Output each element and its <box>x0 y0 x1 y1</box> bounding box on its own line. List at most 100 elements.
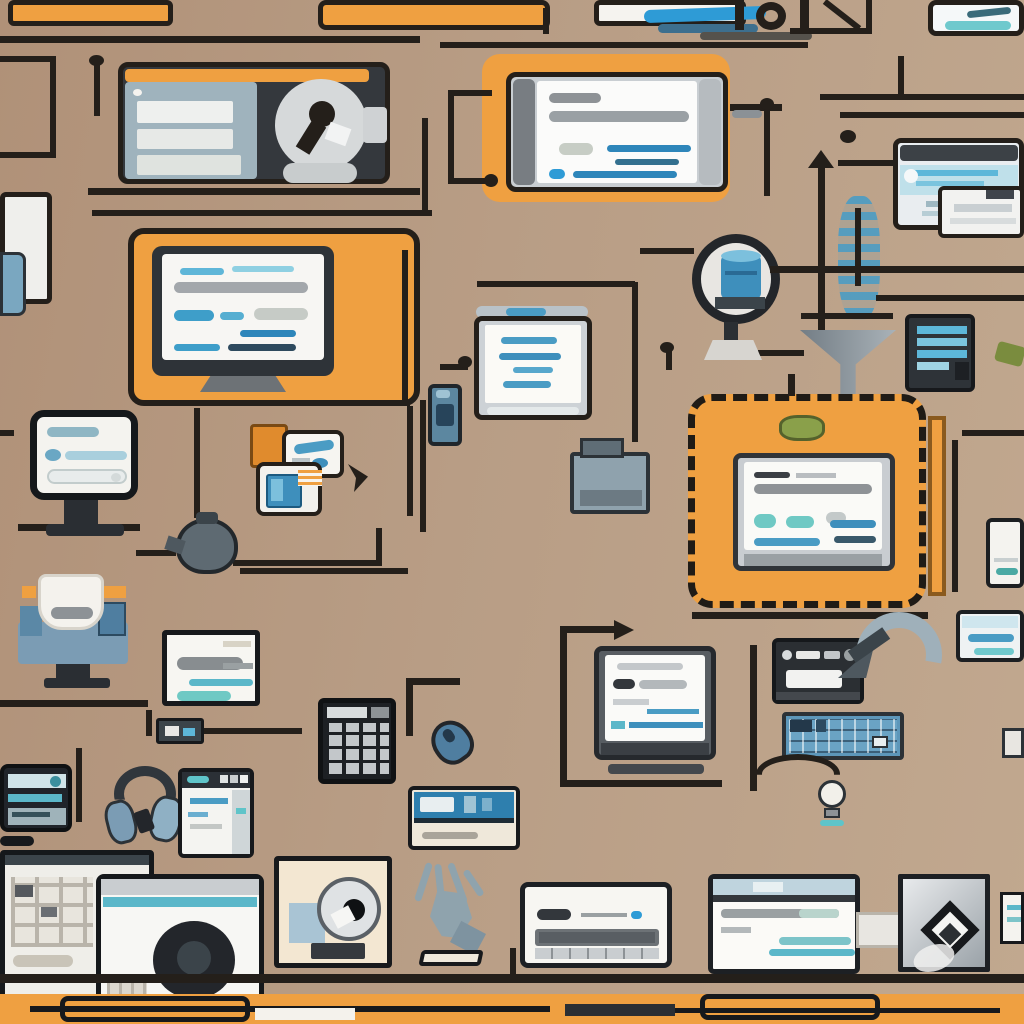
m3-gray-top <box>617 663 683 670</box>
mouse-wheel <box>440 727 457 745</box>
wire-v-563b <box>560 630 567 786</box>
wire-v-955 <box>952 440 958 592</box>
wire-v-376 <box>376 528 382 566</box>
wire-stub-790 <box>788 374 795 396</box>
bw2-dark-stripe <box>713 895 855 902</box>
text-blue-bar <box>830 520 876 528</box>
notebook-dark <box>0 764 72 832</box>
text-pill-gray <box>254 308 308 320</box>
top-blue-bar-2 <box>658 24 758 33</box>
folder-screen <box>266 474 302 508</box>
text-gray-sm <box>796 473 836 478</box>
diamond-badge <box>898 874 990 977</box>
wire-v-408 <box>406 678 413 736</box>
wire-under-card-1 <box>88 188 420 195</box>
calculator <box>318 698 396 784</box>
text-gray-long <box>754 484 872 494</box>
left-blue-device <box>0 252 26 316</box>
database-cylinder <box>721 250 761 299</box>
wire-bracket-tablet-top <box>448 90 492 96</box>
notebook-pill <box>0 836 34 846</box>
wire-node-670 <box>660 342 674 353</box>
desk-panel <box>18 602 128 664</box>
desktop-monitor-3 <box>594 646 716 760</box>
wire-h-432 <box>962 430 1024 436</box>
lock-body <box>275 79 367 171</box>
text-bar-blue-2 <box>615 159 679 165</box>
wire-h-783 <box>560 780 722 787</box>
bw2-gray-sm <box>721 927 751 933</box>
wire-h-680 <box>408 678 460 685</box>
terminal-row-4 <box>917 362 949 370</box>
headband <box>114 766 176 800</box>
bw2-gray-bar <box>721 909 839 918</box>
wire-v-820 <box>818 168 825 330</box>
text-bar-gray-short <box>549 93 601 103</box>
band-dark <box>565 1004 675 1016</box>
tablet-bezel-left <box>513 79 535 185</box>
memo-teal-line <box>189 679 253 686</box>
text-bar-2 <box>499 353 561 360</box>
wire-right-h95 <box>820 94 1024 100</box>
text-bar-gray-long <box>174 282 308 293</box>
text-pill-blue <box>174 310 214 321</box>
folder-highlight <box>271 479 283 501</box>
desktop-monitor-2 <box>30 410 138 500</box>
bottom-orange-band <box>0 994 1024 1024</box>
m3-blue-bar <box>629 722 703 728</box>
mini-terminal <box>905 314 975 392</box>
monitor-3-shadow <box>608 764 704 774</box>
lock-highlight <box>324 121 352 147</box>
lw-chrome <box>101 879 259 895</box>
cylinder-line <box>725 271 757 275</box>
wire-node-96 <box>89 55 104 66</box>
edge-card-bottom <box>1000 892 1024 944</box>
memo-teal-pill <box>177 691 231 701</box>
band-outline-1 <box>60 996 250 1022</box>
processor-chip <box>688 394 926 608</box>
monitor-2-neck <box>64 500 98 524</box>
wire-v-409 <box>407 406 413 516</box>
wire-top-mid <box>440 42 808 48</box>
note-blob <box>986 190 1014 199</box>
chip-screen-frame <box>733 453 895 571</box>
band-outline-2 <box>700 994 880 1020</box>
bar-sq-1 <box>220 775 228 783</box>
bar-sq-3 <box>240 775 248 783</box>
cylinder-top <box>721 250 761 262</box>
card-dark-stroke <box>966 6 1012 19</box>
funnel <box>800 330 896 396</box>
pen-line <box>292 458 310 463</box>
note-bar-2 <box>950 218 1016 224</box>
keyboard <box>782 712 904 760</box>
calc-display-2 <box>371 707 389 718</box>
tray-slot <box>51 607 93 619</box>
mini-blue <box>183 728 195 736</box>
wire-left-loop-side <box>50 56 56 158</box>
folder-card <box>256 462 322 516</box>
media-dark-pill <box>537 909 571 920</box>
edge-card-right <box>986 518 1024 588</box>
kw-top-strip <box>5 855 149 865</box>
desktop-monitor-1 <box>152 246 334 376</box>
chip-capacitor <box>779 415 825 441</box>
edge-card-teal <box>996 568 1018 575</box>
calc-display <box>327 707 367 718</box>
wire-h-552 <box>136 550 176 556</box>
deck-slot <box>786 670 842 688</box>
edge-white-sm <box>1002 728 1024 758</box>
banner-icon-1 <box>464 796 476 813</box>
media-inner <box>539 932 655 943</box>
key-dark-1 <box>790 720 812 732</box>
deer-figure <box>408 861 494 958</box>
sync-arrow <box>838 610 944 702</box>
browser-mini-bar <box>182 772 250 788</box>
calc-keys <box>325 723 389 777</box>
camera-lock-card <box>274 856 392 968</box>
diamond-core <box>938 922 962 946</box>
card2-teal <box>974 648 1014 655</box>
browser-mini <box>178 768 254 858</box>
tablet-small-strip <box>487 407 579 415</box>
wire-bracket-tablet-side <box>448 90 454 184</box>
text-pill-blue <box>549 169 565 179</box>
